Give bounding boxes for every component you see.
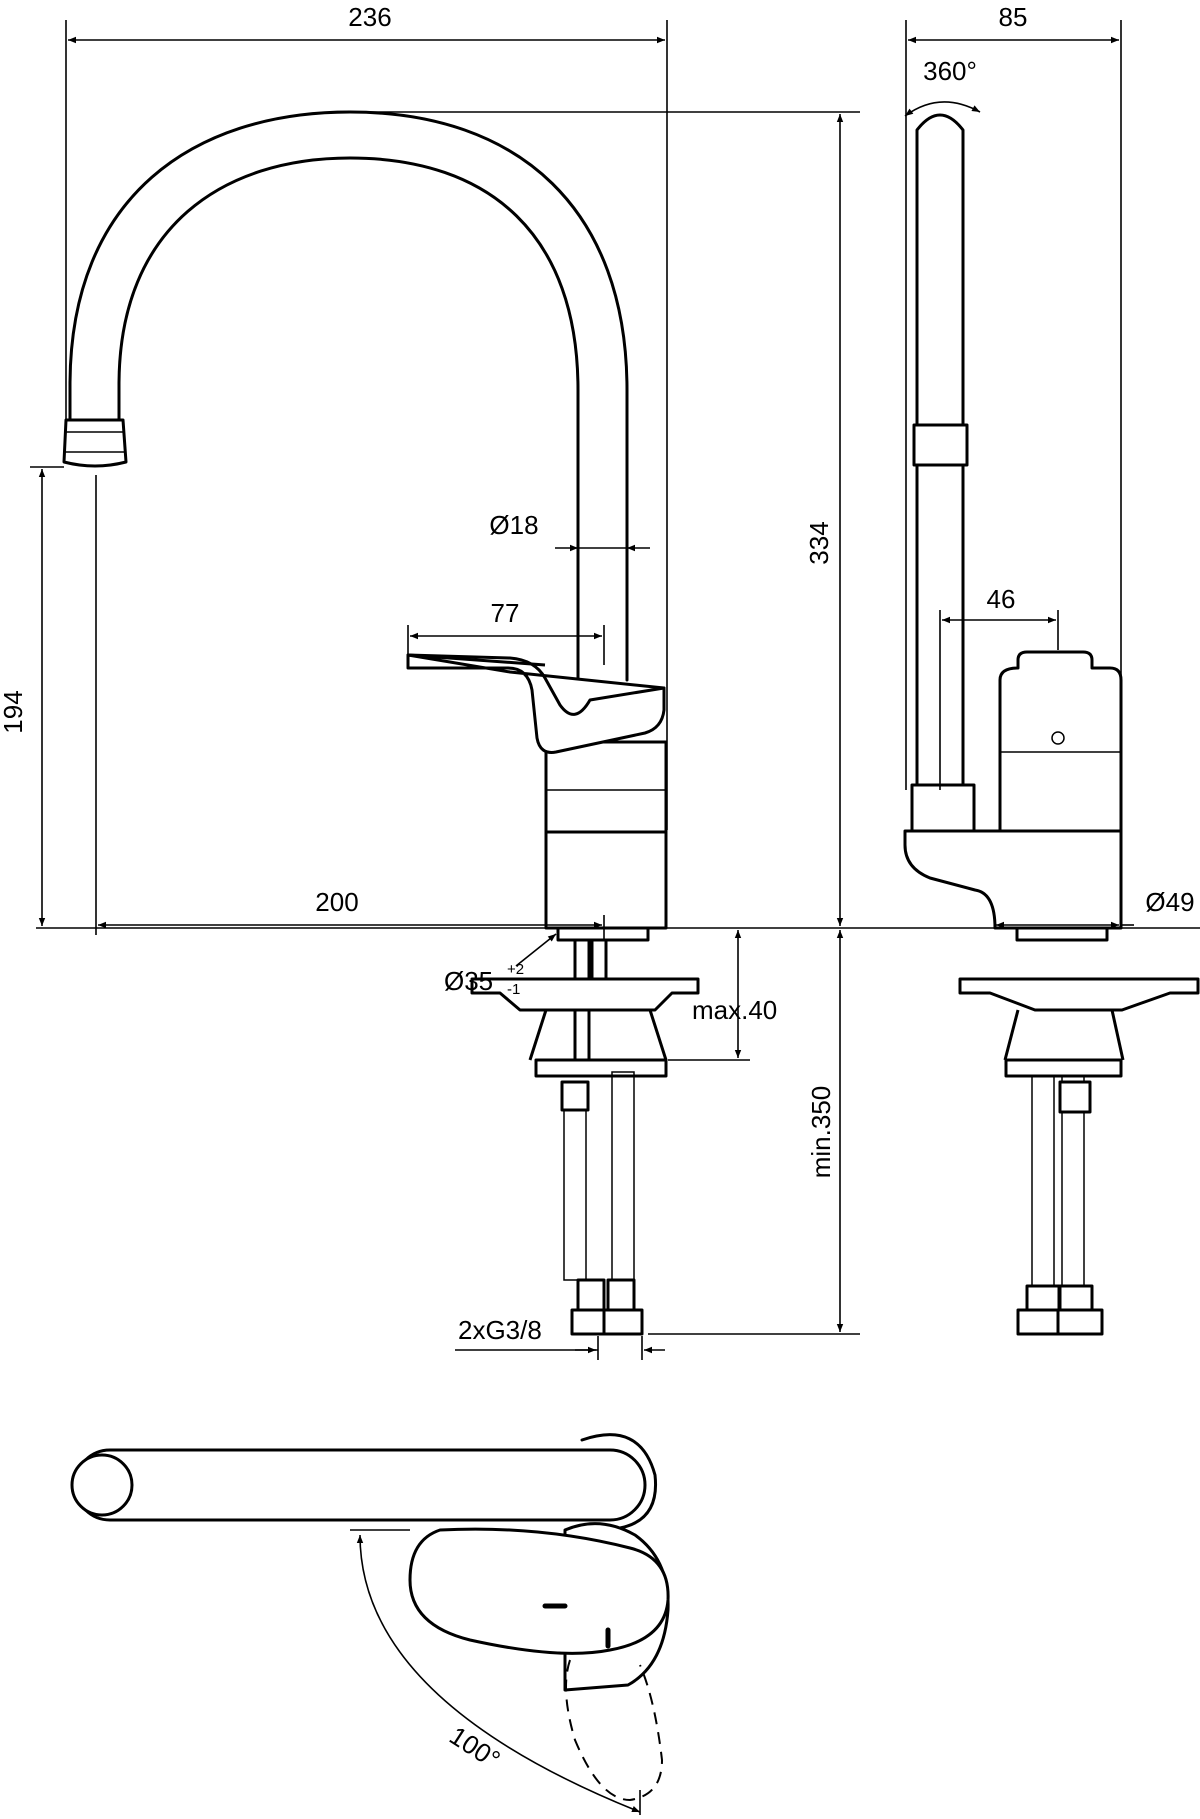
top-spout (73, 1448, 647, 1522)
label-deck-thickness: max.40 (692, 995, 777, 1025)
label-lever-swing: 100° (444, 1720, 505, 1774)
mixer-base (544, 830, 668, 930)
label-base-diameter: Ø49 (1145, 887, 1194, 917)
side-aerator (912, 423, 969, 467)
top-lever (408, 1527, 670, 1655)
hose-left (563, 1109, 587, 1281)
label-spout-height: 194 (0, 690, 28, 733)
hose-nut-right (606, 1278, 636, 1312)
top-view (70, 1433, 670, 1815)
label-overall-height: 334 (804, 521, 834, 564)
label-hose-length: min.350 (806, 1086, 836, 1179)
label-overall-width: 236 (348, 2, 391, 32)
label-lever-reach: 77 (491, 598, 520, 628)
dimension-lines (30, 20, 1200, 1360)
label-rotation: 360° (923, 56, 977, 86)
side-hose-left (1031, 1075, 1055, 1287)
side-deck-plate (958, 977, 1200, 1012)
deck-plate (470, 977, 700, 1012)
side-lever (998, 650, 1123, 833)
label-tolerance-plus: +2 (507, 961, 524, 978)
label-pipe-diameter: Ø18 (489, 510, 538, 540)
side-view (903, 113, 1200, 1336)
label-lever-offset: 46 (987, 584, 1016, 614)
swing-arc (356, 1534, 641, 1813)
spout-pipe (68, 110, 629, 682)
label-spout-reach: 200 (315, 887, 358, 917)
label-tolerance-minus: -1 (507, 981, 520, 998)
hose-nut-left (576, 1278, 606, 1312)
nut-left (560, 1080, 590, 1112)
hose-right (611, 1071, 635, 1281)
fixing-washer (534, 1058, 668, 1078)
label-side-depth: 85 (999, 2, 1028, 32)
aerator (62, 418, 128, 468)
mixer-body (544, 740, 668, 834)
side-body (903, 829, 1123, 930)
label-connections: 2xG3/8 (458, 1315, 542, 1345)
front-view (62, 110, 700, 1336)
label-hole-diameter: Ø35 (444, 966, 493, 996)
